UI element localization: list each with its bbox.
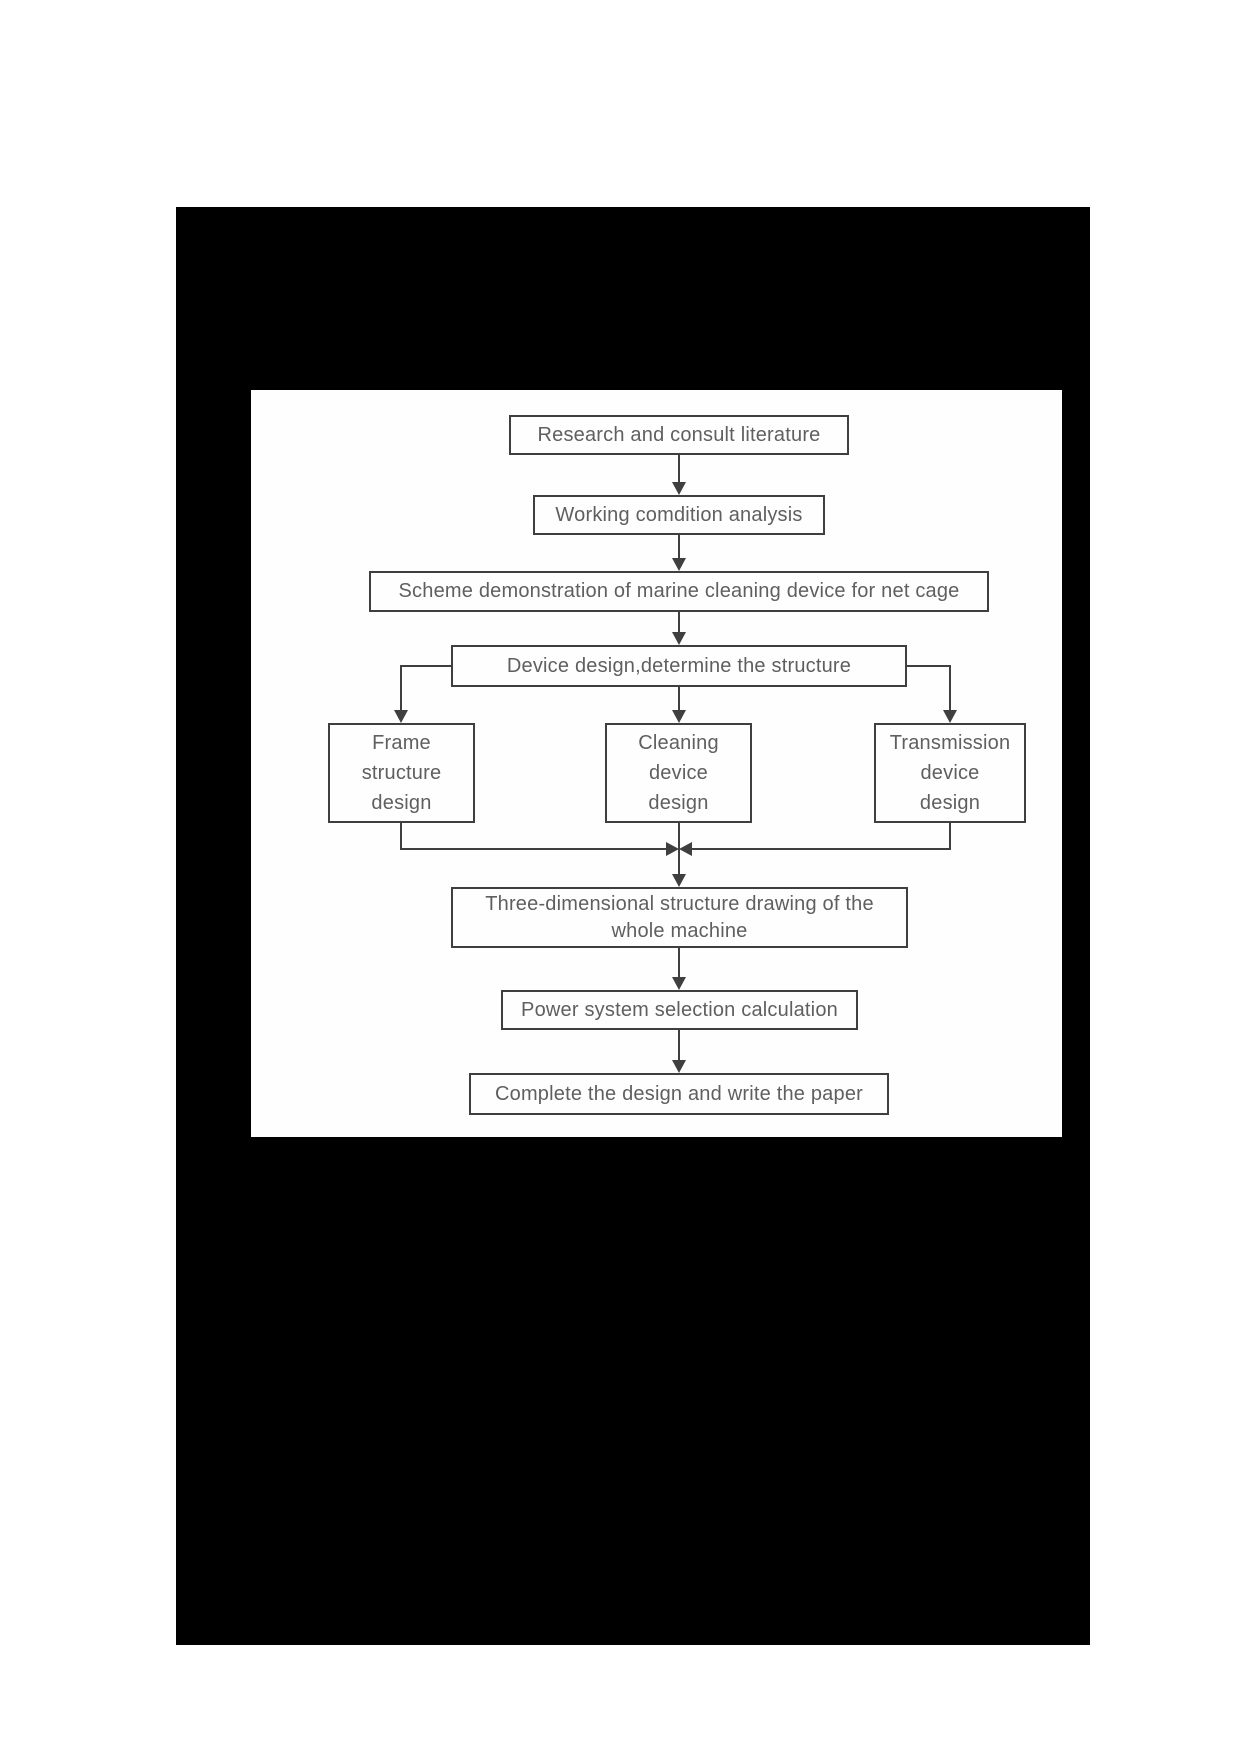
merge-transmission-head bbox=[679, 842, 692, 856]
arrow-device-to-transmission-vertical bbox=[949, 665, 951, 712]
arrow-threedim-to-power-line bbox=[678, 948, 680, 979]
node-transmission-line-1: Transmission bbox=[889, 732, 1011, 754]
node-frame-line-1: Frame bbox=[372, 732, 431, 754]
node-complete-design-write-paper: Complete the design and write the paper bbox=[469, 1073, 889, 1115]
node-cleaning-line-2: device bbox=[648, 762, 708, 784]
node-frame-structure-design: Frame structure design bbox=[328, 723, 475, 823]
node-power-system-selection-calculation: Power system selection calculation bbox=[501, 990, 858, 1030]
merge-transmission-vertical bbox=[949, 823, 951, 850]
arrow-threedim-to-power-head bbox=[672, 977, 686, 990]
node-cleaning-line-1: Cleaning bbox=[638, 732, 719, 754]
arrow-device-to-frame-vertical bbox=[400, 665, 402, 712]
arrow-device-to-frame-horizontal bbox=[400, 665, 452, 667]
node-scheme-demonstration: Scheme demonstration of marine cleaning … bbox=[369, 571, 989, 612]
node-frame-line-3: design bbox=[371, 792, 432, 814]
arrow-working-to-scheme-line bbox=[678, 535, 680, 560]
node-threedim-line-2: whole machine bbox=[611, 919, 748, 942]
arrow-device-to-cleaning-head bbox=[672, 710, 686, 723]
arrow-scheme-to-device-line bbox=[678, 612, 680, 634]
arrow-research-to-working-head bbox=[672, 482, 686, 495]
node-transmission-device-design: Transmission device design bbox=[874, 723, 1026, 823]
arrow-power-to-complete-line bbox=[678, 1030, 680, 1062]
node-research-and-consult-literature: Research and consult literature bbox=[509, 415, 849, 455]
node-frame-line-2: structure bbox=[361, 762, 442, 784]
arrow-device-to-transmission-horizontal bbox=[907, 665, 951, 667]
arrow-research-to-working-line bbox=[678, 455, 680, 484]
arrow-cleaning-to-threedim-head bbox=[672, 874, 686, 887]
arrow-device-to-frame-head bbox=[394, 710, 408, 723]
arrow-scheme-to-device-head bbox=[672, 632, 686, 645]
flowchart-panel: Research and consult literature Working … bbox=[251, 390, 1062, 1137]
merge-frame-vertical bbox=[400, 823, 402, 850]
node-cleaning-device-design: Cleaning device design bbox=[605, 723, 752, 823]
node-threedim-line-1: Three-dimensional structure drawing of t… bbox=[485, 892, 874, 915]
node-transmission-line-2: device bbox=[920, 762, 980, 784]
merge-frame-horizontal bbox=[400, 848, 666, 850]
node-transmission-line-3: design bbox=[919, 792, 981, 814]
node-three-dimensional-structure-drawing: Three-dimensional structure drawing of t… bbox=[451, 887, 908, 948]
arrow-power-to-complete-head bbox=[672, 1060, 686, 1073]
node-device-design-determine-structure: Device design,determine the structure bbox=[451, 645, 907, 687]
arrow-cleaning-to-threedim-line bbox=[678, 823, 680, 876]
node-working-condition-analysis: Working comdition analysis bbox=[533, 495, 825, 535]
arrow-device-to-cleaning-line bbox=[678, 687, 680, 712]
node-cleaning-line-3: design bbox=[648, 792, 709, 814]
merge-frame-head bbox=[666, 842, 679, 856]
figure-black-background: Research and consult literature Working … bbox=[176, 207, 1090, 1645]
arrow-working-to-scheme-head bbox=[672, 558, 686, 571]
arrow-device-to-transmission-head bbox=[943, 710, 957, 723]
merge-transmission-horizontal bbox=[692, 848, 951, 850]
